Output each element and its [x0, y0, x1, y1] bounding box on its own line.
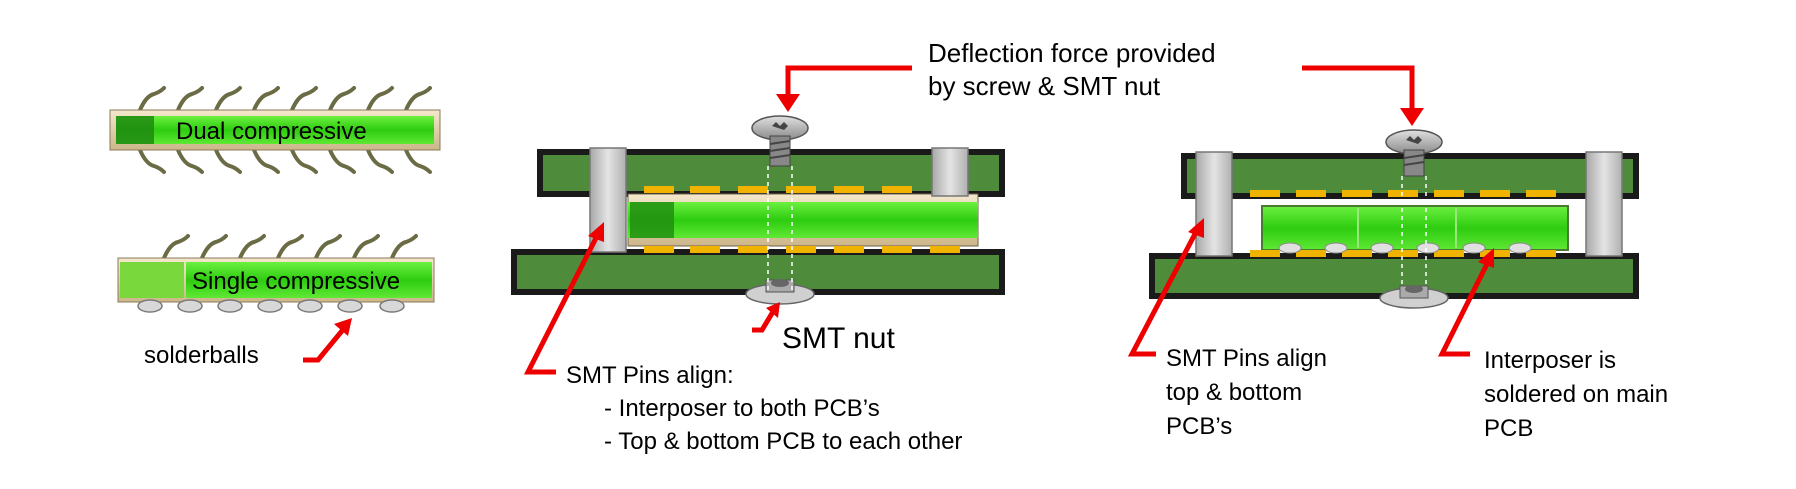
interposer-soldered-arrowhead — [1478, 248, 1494, 268]
dual-top-contacts — [138, 86, 432, 112]
dual-compressive-label: Dual compressive — [176, 118, 367, 145]
smt-nut-arrowhead — [766, 302, 780, 318]
solderballs-label: solderballs — [144, 342, 259, 369]
center-screw — [751, 115, 809, 167]
smt-pins-align-arrow-center — [523, 236, 599, 375]
smt-pins-align-center-item2: - Top & bottom PCB to each other — [604, 428, 962, 455]
single-compressive-interposer: Single compressive — [117, 234, 435, 313]
right-left-pin — [1195, 151, 1233, 257]
right-top-pads — [1250, 190, 1556, 197]
center-left-pin — [589, 147, 627, 253]
smt-pins-align-arrowhead-center — [588, 222, 604, 242]
smt-pins-align-right-line2: top & bottom — [1166, 379, 1302, 406]
single-top-contacts — [162, 234, 418, 260]
dual-bottom-contacts — [138, 148, 432, 174]
right-interposer-segments — [1357, 208, 1457, 248]
right-solderballs — [1278, 242, 1532, 254]
solderball — [177, 299, 203, 313]
right-guide-lines — [1401, 176, 1427, 288]
center-smt-nut — [745, 279, 815, 305]
center-interposer-cap — [630, 202, 674, 238]
right-bottom-pads — [1250, 250, 1556, 257]
dual-green-core — [116, 116, 434, 144]
interposer-soldered-arrow — [1437, 260, 1491, 357]
smt-pins-align-right-line3: PCB’s — [1166, 413, 1232, 440]
single-compressive-label: Single compressive — [192, 268, 400, 295]
deflection-arrowhead-left — [776, 94, 800, 112]
solderball-row — [137, 299, 405, 313]
deflection-arrow-right — [1302, 65, 1415, 110]
deflection-label-line2: by screw & SMT nut — [928, 71, 1161, 101]
deflection-arrow-left — [785, 65, 912, 96]
solderball — [137, 299, 163, 313]
smt-pins-align-arrowhead-right — [1188, 218, 1204, 238]
center-bottom-pads — [644, 246, 960, 253]
solderball — [379, 299, 405, 313]
interposer-soldered-line2: soldered on main — [1484, 381, 1668, 408]
single-green-core — [186, 262, 432, 298]
smt-nut-label: SMT nut — [782, 322, 895, 355]
smt-pins-align-center-item1: - Interposer to both PCB’s — [604, 395, 880, 422]
right-smt-nut — [1379, 285, 1449, 309]
solderball — [337, 299, 363, 313]
right-screw — [1385, 129, 1443, 177]
right-assembly — [1149, 129, 1639, 309]
right-right-pin — [1585, 151, 1623, 257]
smt-pins-align-center-title: SMT Pins align: — [566, 362, 734, 389]
solderballs-arrowhead — [334, 318, 352, 336]
solderballs-arrow — [303, 324, 348, 363]
deflection-label-line1: Deflection force provided — [928, 38, 1216, 68]
solderball — [217, 299, 243, 313]
deflection-arrowhead-right — [1400, 108, 1424, 126]
interposer-soldered-line1: Interposer is — [1484, 347, 1616, 374]
smt-pins-align-right-line1: SMT Pins align — [1166, 345, 1327, 372]
center-interposer-core — [628, 202, 978, 238]
solderball — [257, 299, 283, 313]
right-interposer — [1261, 205, 1569, 251]
center-right-pin — [931, 147, 969, 197]
dual-compressive-interposer: Dual compressive — [109, 86, 441, 174]
solderball — [297, 299, 323, 313]
center-top-pads — [644, 186, 912, 193]
dual-end-cap — [116, 116, 154, 144]
interposer-soldered-line3: PCB — [1484, 415, 1533, 442]
center-assembly — [511, 115, 1005, 305]
smt-pins-align-arrow-right — [1127, 230, 1199, 357]
single-end-block — [120, 262, 184, 298]
smt-nut-arrow — [752, 308, 777, 333]
